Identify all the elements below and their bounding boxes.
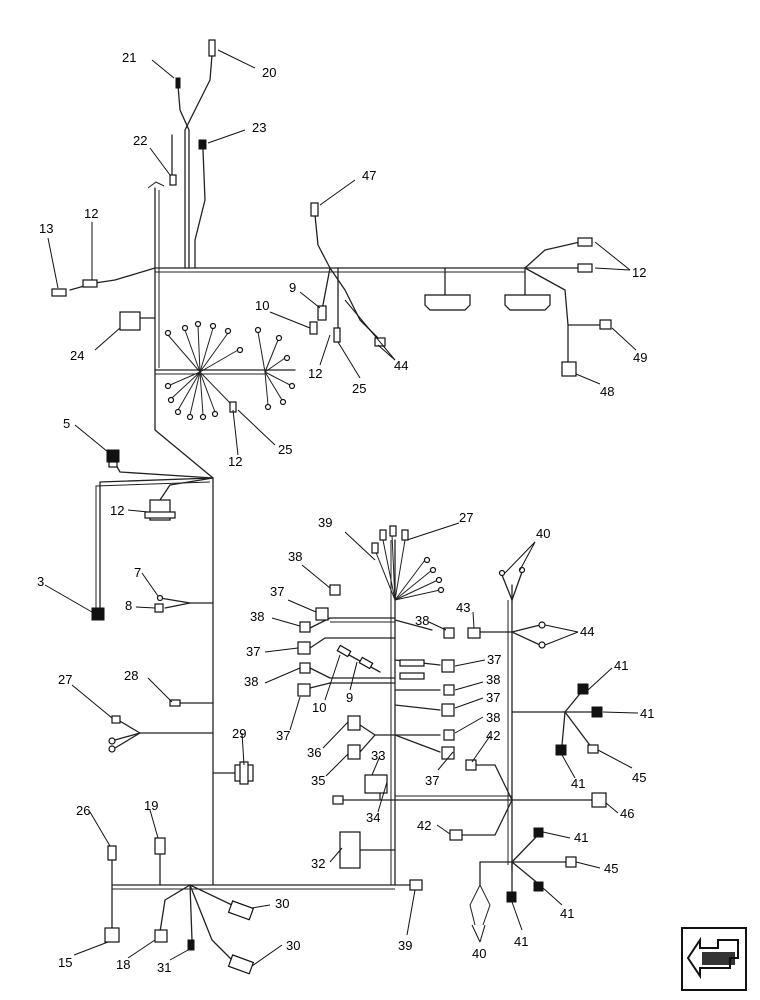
components — [51, 39, 612, 975]
callout-37: 37 — [487, 652, 501, 667]
callout-13: 13 — [39, 221, 53, 236]
callout-37: 37 — [246, 644, 260, 659]
callout-41: 41 — [640, 706, 654, 721]
callout-10: 10 — [255, 298, 269, 313]
callout-26: 26 — [76, 803, 90, 818]
callout-12: 12 — [632, 265, 646, 280]
callout-31: 31 — [157, 960, 171, 975]
callout-39: 39 — [398, 938, 412, 953]
callout-12: 12 — [84, 206, 98, 221]
callout-30: 30 — [275, 896, 289, 911]
callout-25: 25 — [278, 442, 292, 457]
callout-10: 10 — [312, 700, 326, 715]
callout-37: 37 — [425, 773, 439, 788]
callout-47: 47 — [362, 168, 376, 183]
callout-34: 34 — [366, 810, 380, 825]
callout-38: 38 — [244, 674, 258, 689]
callout-9: 9 — [346, 690, 353, 705]
callout-5: 5 — [63, 416, 70, 431]
callout-28: 28 — [124, 668, 138, 683]
callout-38: 38 — [415, 613, 429, 628]
callout-36: 36 — [307, 745, 321, 760]
callout-3: 3 — [37, 574, 44, 589]
callout-25: 25 — [352, 381, 366, 396]
callout-19: 19 — [144, 798, 158, 813]
callout-42: 42 — [417, 818, 431, 833]
callout-18: 18 — [116, 957, 130, 972]
callout-37: 37 — [486, 690, 500, 705]
callout-37: 37 — [270, 584, 284, 599]
callout-48: 48 — [600, 384, 614, 399]
callout-23: 23 — [252, 120, 266, 135]
callout-45: 45 — [632, 770, 646, 785]
callout-labels: 21 20 22 23 47 13 12 12 9 10 24 12 25 44… — [37, 50, 654, 975]
callout-42: 42 — [486, 728, 500, 743]
callout-12: 12 — [228, 454, 242, 469]
callout-35: 35 — [311, 773, 325, 788]
callout-39: 39 — [318, 515, 332, 530]
callout-49: 49 — [633, 350, 647, 365]
callout-44: 44 — [580, 624, 594, 639]
callout-21: 21 — [122, 50, 136, 65]
callout-38: 38 — [250, 609, 264, 624]
upper-harness — [69, 54, 601, 886]
callout-30: 30 — [286, 938, 300, 953]
callout-9: 9 — [289, 280, 296, 295]
callout-7: 7 — [134, 565, 141, 580]
leader-lines — [44, 49, 639, 967]
callout-27: 27 — [459, 510, 473, 525]
previous-page-arrow-icon[interactable] — [681, 927, 747, 991]
callout-27: 27 — [58, 672, 72, 687]
callout-33: 33 — [371, 748, 385, 763]
callout-38: 38 — [486, 710, 500, 725]
callout-41: 41 — [571, 776, 585, 791]
callout-41: 41 — [614, 658, 628, 673]
callout-41: 41 — [560, 906, 574, 921]
callout-12: 12 — [110, 503, 124, 518]
callout-20: 20 — [262, 65, 276, 80]
callout-41: 41 — [574, 830, 588, 845]
callout-29: 29 — [232, 726, 246, 741]
callout-12: 12 — [308, 366, 322, 381]
callout-40: 40 — [536, 526, 550, 541]
callout-41: 41 — [514, 934, 528, 949]
callout-38: 38 — [288, 549, 302, 564]
callout-46: 46 — [620, 806, 634, 821]
callout-32: 32 — [311, 856, 325, 871]
callout-44: 44 — [394, 358, 408, 373]
callout-8: 8 — [125, 598, 132, 613]
right-harness — [309, 534, 601, 926]
callout-43: 43 — [456, 600, 470, 615]
callout-38: 38 — [486, 672, 500, 687]
callout-40: 40 — [472, 946, 486, 961]
callout-15: 15 — [58, 955, 72, 970]
mid-left-harness — [95, 457, 416, 961]
callout-22: 22 — [133, 133, 147, 148]
callout-45: 45 — [604, 861, 618, 876]
callout-24: 24 — [70, 348, 84, 363]
callout-37: 37 — [276, 728, 290, 743]
